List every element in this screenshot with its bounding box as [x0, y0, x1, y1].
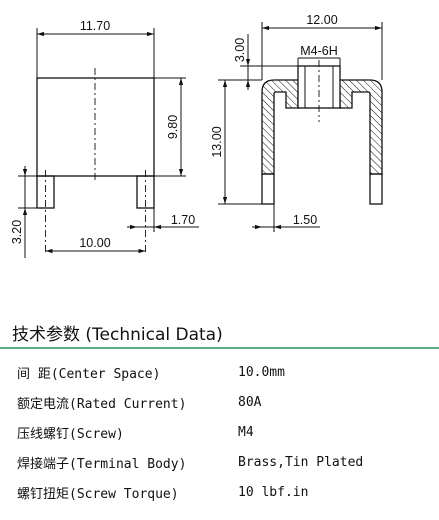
spec-value: 10.0mm — [238, 364, 285, 380]
thread-label: M4-6H — [300, 44, 338, 58]
specs-divider — [0, 347, 439, 349]
side-terminal-right — [369, 173, 383, 205]
spec-row-center-space: 间 距(Center Space) 10.0mm — [17, 357, 363, 387]
side-terminal-left — [261, 173, 275, 205]
side-section-hatched — [261, 79, 383, 175]
terminal-spacing-label: 10.00 — [79, 236, 110, 250]
top-thickness-label: 3.00 — [233, 38, 247, 62]
spec-label: 螺钉扭矩(Screw Torque) — [17, 486, 179, 502]
spec-value: 10 lbf.in — [238, 484, 309, 500]
terminal-width-label: 1.70 — [171, 213, 195, 227]
technical-drawing: 11.70 9.80 1.70 3.20 10.00 — [10, 13, 383, 258]
front-view: 11.70 9.80 1.70 3.20 10.00 — [10, 19, 199, 258]
side-width-label: 12.00 — [306, 13, 337, 27]
front-body — [36, 77, 155, 177]
spec-value: 80A — [238, 394, 262, 410]
spec-row-screw: 压线螺钉(Screw) M4 — [17, 417, 363, 447]
overall-height-label: 13.00 — [210, 126, 224, 157]
spec-label: 间 距(Center Space) — [17, 366, 161, 382]
spec-label: 焊接端子(Terminal Body) — [17, 456, 187, 472]
spec-value: Brass,Tin Plated — [238, 454, 364, 470]
front-height-label: 9.80 — [166, 115, 180, 139]
specs-title: 技术参数 (Technical Data) — [12, 325, 223, 345]
spec-row-screw-torque: 螺钉扭矩(Screw Torque) 10 lbf.in — [17, 477, 363, 507]
terminal-length-label: 3.20 — [10, 220, 24, 244]
front-width-label: 11.70 — [80, 19, 110, 33]
spec-value: M4 — [238, 424, 254, 440]
specs-table: 间 距(Center Space) 10.0mm 额定电流(Rated Curr… — [17, 357, 363, 507]
spec-label: 压线螺钉(Screw) — [17, 426, 124, 442]
spec-row-terminal-body: 焊接端子(Terminal Body) Brass,Tin Plated — [17, 447, 363, 477]
spec-row-rated-current: 额定电流(Rated Current) 80A — [17, 387, 363, 417]
wall-thickness-label: 1.50 — [293, 213, 317, 227]
spec-label: 额定电流(Rated Current) — [17, 396, 187, 412]
side-view: 12.00 M4-6H 3.00 13.00 1.50 — [210, 13, 383, 232]
